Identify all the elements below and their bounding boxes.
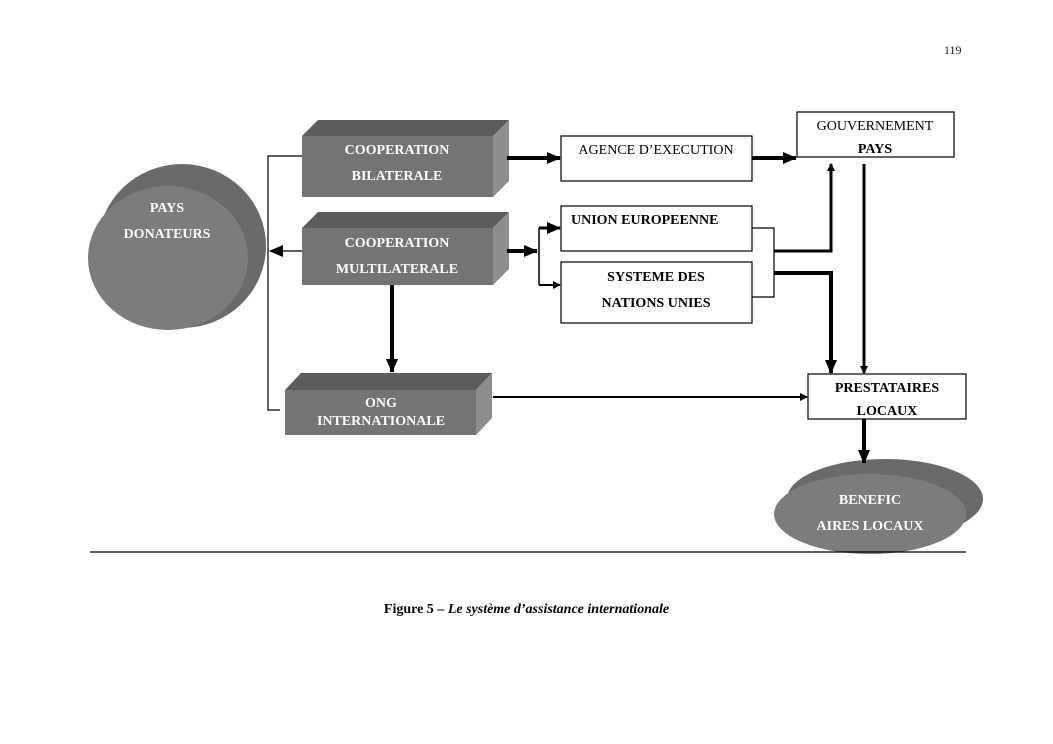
- node-label: AGENCE D’EXECUTION: [578, 143, 733, 158]
- node-label: PAYS: [858, 142, 892, 157]
- node-label: BENEFIC: [839, 493, 901, 508]
- node-cooperation-multilaterale: COOPERATION MULTILATERALE: [302, 212, 509, 285]
- node-gouvernement-pays: GOUVERNEMENT PAYS: [796, 111, 955, 158]
- node-cooperation-bilaterale: COOPERATION BILATERALE: [302, 120, 509, 197]
- node-union-europeenne: UNION EUROPEENNE: [560, 205, 753, 252]
- node-label: MULTILATERALE: [336, 262, 458, 277]
- node-label: LOCAUX: [857, 404, 918, 419]
- caption-prefix: Figure 5 –: [383, 602, 448, 617]
- node-label: NATIONS UNIES: [601, 296, 710, 311]
- node-label: BILATERALE: [352, 169, 443, 184]
- node-label: UNION EUROPEENNE: [571, 213, 718, 228]
- node-agence-execution: AGENCE D’EXECUTION: [560, 135, 753, 182]
- caption-title: Le système d’assistance internationale: [447, 602, 670, 617]
- node-label: PAYS: [150, 201, 184, 216]
- node-label: AIRES LOCAUX: [817, 519, 924, 534]
- edge-donor-bus: [267, 155, 302, 411]
- node-label: SYSTEME DES: [607, 270, 705, 285]
- edges: [267, 152, 870, 464]
- node-label: INTERNATIONALE: [317, 414, 445, 429]
- edge-bracket-prestataires: [774, 271, 837, 374]
- node-systeme-nations-unies: SYSTEME DES NATIONS UNIES: [560, 261, 753, 324]
- node-label: PRESTATAIRES: [835, 381, 939, 396]
- node-label: ONG: [365, 396, 397, 411]
- edge-bracket: [752, 227, 775, 298]
- edge-bracket-gouvernement: [774, 163, 835, 253]
- node-label: GOUVERNEMENT: [817, 119, 934, 134]
- page-number: 119: [944, 43, 962, 57]
- node-prestataires-locaux: PRESTATAIRES LOCAUX: [807, 373, 967, 420]
- figure-caption: Figure 5 – Le système d’assistance inter…: [0, 602, 1053, 618]
- node-label: COOPERATION: [345, 236, 450, 251]
- node-beneficiaires-locaux: BENEFIC AIRES LOCAUX: [774, 459, 983, 554]
- node-label: DONATEURS: [124, 227, 211, 242]
- node-ong-internationale: ONG INTERNATIONALE: [285, 373, 492, 435]
- node-pays-donateurs: PAYS DONATEURS: [88, 164, 266, 330]
- node-label: COOPERATION: [345, 143, 450, 158]
